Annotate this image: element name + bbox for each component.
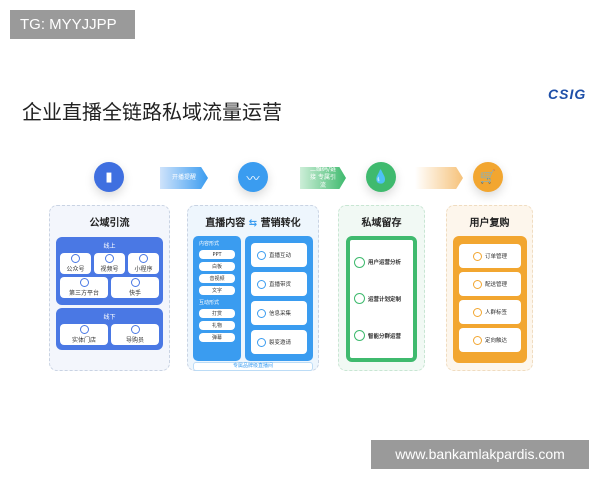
water-drop-icon: 💧: [366, 162, 396, 192]
content-item: 白板: [199, 262, 235, 271]
mini-program-icon: [139, 254, 148, 263]
item-label: 导购员: [125, 337, 144, 344]
retention-item[interactable]: 智能分群运营: [354, 330, 409, 342]
retention-item[interactable]: 运营计划定制: [354, 293, 409, 305]
analysis-icon: [354, 256, 365, 268]
channel-item[interactable]: 导购员: [111, 324, 159, 345]
retention-item[interactable]: 用户运营分析: [354, 256, 409, 268]
tag-icon: [472, 307, 482, 317]
repurchase-item[interactable]: 订单管理: [459, 244, 521, 268]
title-b: 营销转化: [260, 218, 301, 229]
target-icon: [472, 335, 482, 345]
panel-title: 私域留存: [361, 218, 402, 229]
item-label: 直播互动: [269, 253, 292, 259]
live-content-panel: 直播内容 ⇆ 营销转化 内容形式 PPT 白板 音视频 文字 互动形式 打赏 礼…: [187, 205, 319, 371]
channel-item[interactable]: 视频号: [94, 253, 125, 274]
interaction-icon: [257, 250, 266, 260]
item-label: 智能分群运营: [368, 333, 402, 340]
video-icon: [105, 254, 114, 263]
interact-label: 互动形式: [199, 300, 220, 306]
link-icon: ⇆: [248, 218, 258, 229]
repurchase-list: 订单管理 配送管理 人群标签 定向触达: [453, 236, 527, 363]
shopping-icon: [257, 279, 266, 289]
segment-icon: [354, 330, 365, 342]
feature-item[interactable]: 直播互动: [251, 243, 307, 267]
interact-item: 礼物: [199, 321, 235, 330]
channel-item[interactable]: 快手: [111, 277, 159, 298]
repurchase-panel: 用户复购 订单管理 配送管理 人群标签 定向触达: [446, 205, 533, 371]
channel-item[interactable]: 小程序: [128, 253, 159, 274]
item-label: 运营计划定制: [368, 296, 402, 303]
store-icon: [79, 325, 89, 334]
private-retention-panel: 私域留存 用户运营分析 运营计划定制 智能分群运营: [338, 205, 425, 371]
invite-icon: [257, 337, 266, 347]
item-label: 第三方平台: [68, 290, 99, 297]
item-label: 定向触达: [484, 338, 507, 344]
kuaishou-icon: [130, 278, 140, 287]
content-label: 内容形式: [199, 241, 220, 247]
interact-item: 打赏: [199, 309, 235, 318]
channel-item[interactable]: 公众号: [60, 253, 91, 274]
item-label: 配送管理: [484, 282, 507, 288]
content-forms: 内容形式 PPT 白板 音视频 文字 互动形式 打赏 礼物 弹幕: [193, 236, 241, 361]
item-label: 小程序: [134, 266, 153, 273]
channel-item[interactable]: 第三方平台: [60, 277, 108, 298]
arrow-2: 二维码/链接 专属引流: [300, 166, 346, 189]
panel-title: 公域引流: [89, 218, 130, 229]
feature-item[interactable]: 直播带货: [251, 272, 307, 296]
item-label: 用户运营分析: [368, 260, 402, 267]
arrow-1: 开播提醒: [160, 167, 208, 189]
content-item: 文字: [199, 286, 235, 295]
tag-label: TG: MYYJJPP: [10, 10, 135, 39]
cart-icon: 🛒: [473, 162, 503, 192]
delivery-icon: [472, 279, 482, 289]
online-label: 线上: [103, 243, 116, 250]
item-label: 视频号: [100, 266, 119, 273]
retention-list: 用户运营分析 运营计划定制 智能分群运营: [346, 236, 417, 362]
order-icon: [472, 251, 482, 261]
item-label: 直播带货: [269, 282, 292, 288]
item-label: 实体门店: [71, 337, 96, 344]
repurchase-item[interactable]: 定向触达: [459, 328, 521, 352]
platform-icon: [79, 278, 89, 287]
public-traffic-panel: 公域引流 线上 公众号 视频号 小程序 第三方平台 快手 线下 实体门店 导购员: [49, 205, 170, 371]
arrow-3: [415, 167, 463, 189]
plan-icon: [354, 293, 365, 305]
feature-item[interactable]: 信息采集: [251, 301, 307, 325]
item-label: 人群标签: [484, 310, 507, 316]
marketing-features: 直播互动 直播带货 信息采集 裂变邀请: [245, 236, 313, 361]
title-a: 直播内容: [205, 218, 246, 229]
content-item: PPT: [199, 250, 235, 259]
offline-group: 线下 实体门店 导购员: [56, 308, 163, 350]
item-label: 信息采集: [269, 311, 292, 317]
repurchase-item[interactable]: 人群标签: [459, 300, 521, 324]
item-label: 订单管理: [484, 254, 507, 260]
channel-item[interactable]: 实体门店: [60, 324, 108, 345]
offline-label: 线下: [103, 314, 116, 321]
arrow-label: 二维码/链接 专属引流: [309, 166, 337, 189]
panel-title: 用户复购: [469, 218, 510, 229]
page-title: 企业直播全链路私域流量运营: [22, 100, 282, 124]
item-label: 公众号: [66, 266, 85, 273]
repurchase-item[interactable]: 配送管理: [459, 272, 521, 296]
wechat-icon: [71, 254, 80, 263]
item-label: 快手: [128, 290, 141, 297]
watermark: www.bankamlakpardis.com: [371, 440, 589, 469]
item-label: 裂变邀请: [269, 340, 292, 346]
footer-label: 专属品牌级直播间: [193, 362, 313, 371]
online-group: 线上 公众号 视频号 小程序 第三方平台 快手: [56, 237, 163, 305]
person-icon: [130, 325, 140, 334]
content-item: 音视频: [199, 274, 235, 283]
feature-item[interactable]: 裂变邀请: [251, 330, 307, 354]
chart-line-icon: 〰: [238, 162, 268, 192]
document-icon: ▮: [94, 162, 124, 192]
interact-item: 弹幕: [199, 333, 235, 342]
panel-title: 直播内容 ⇆ 营销转化: [188, 214, 318, 229]
arrow-label: 开播提醒: [171, 174, 196, 181]
form-icon: [257, 308, 266, 318]
logo: CSIG: [548, 86, 587, 102]
